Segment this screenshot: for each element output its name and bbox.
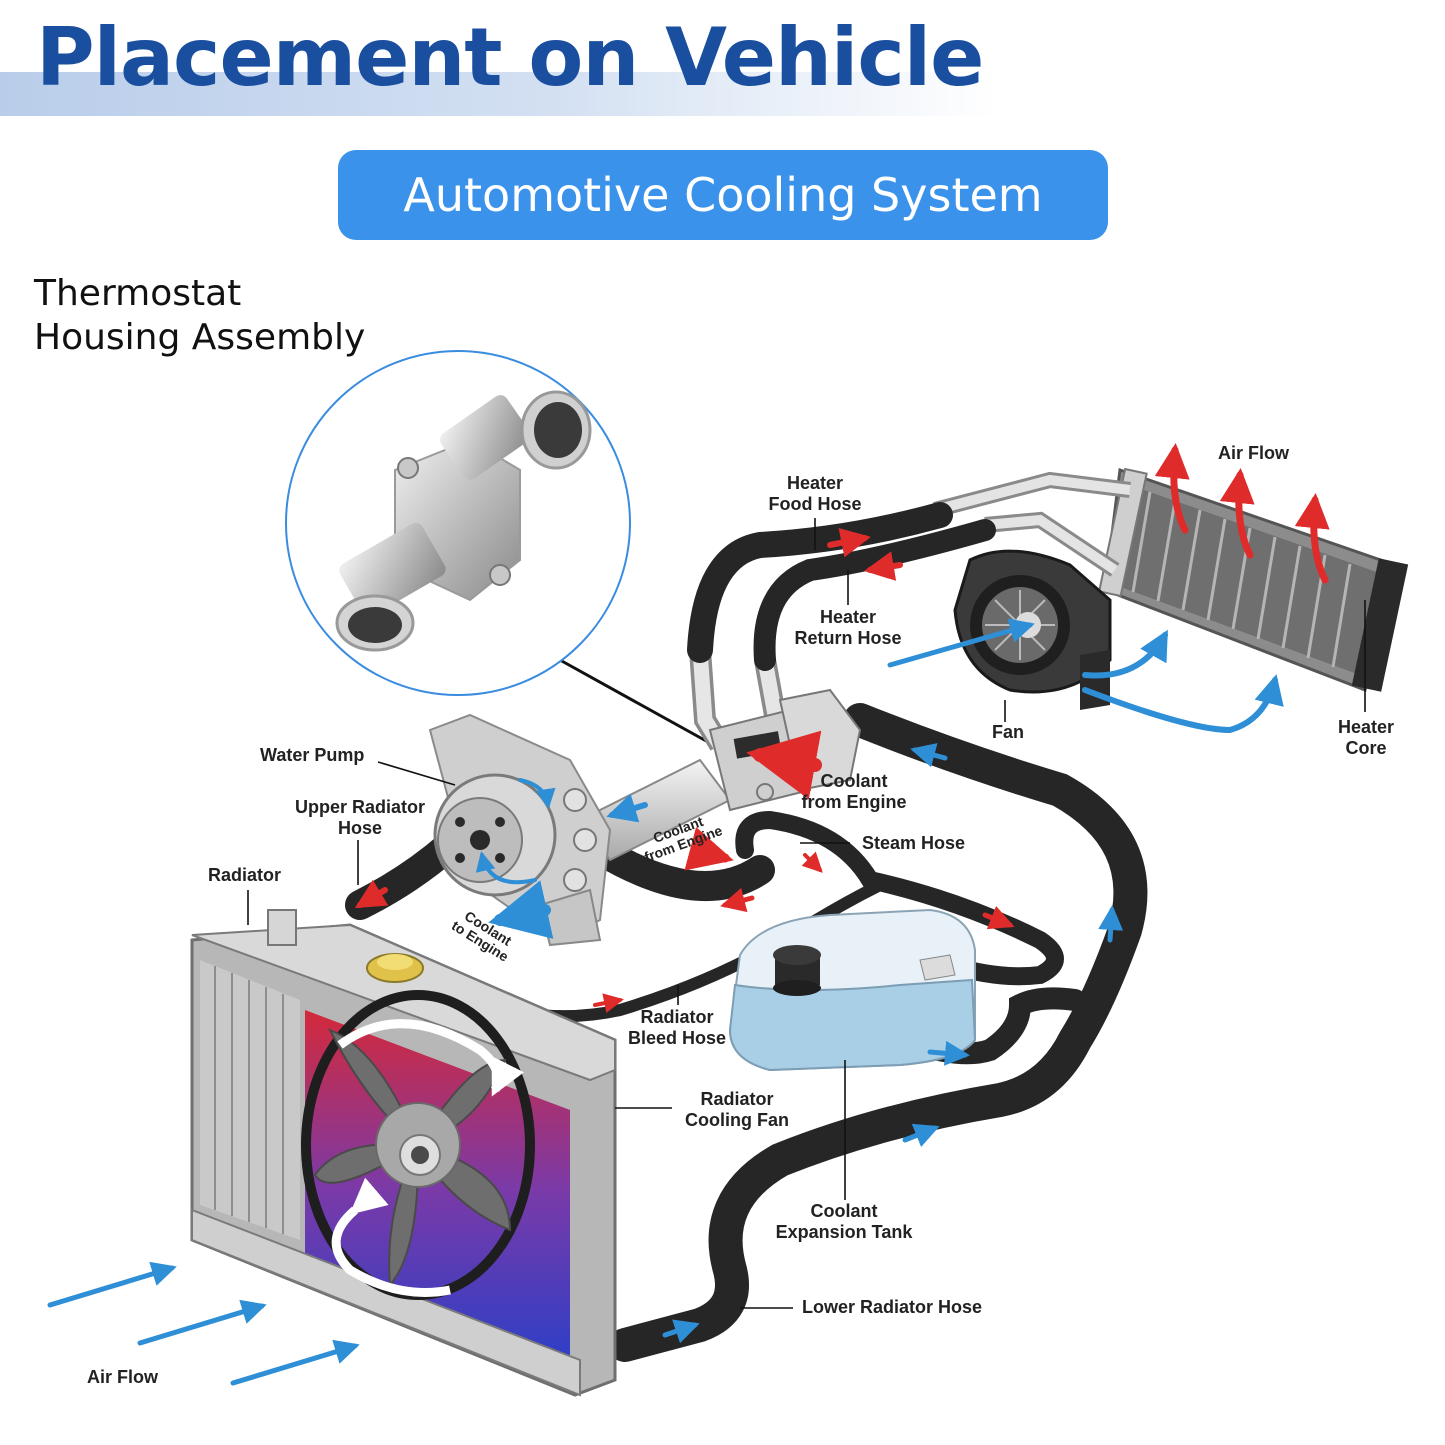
heater-air-flow-arrow <box>1294 493 1330 584</box>
label-coolant-from-engine: Coolant from Engine <box>801 771 907 812</box>
radiator-air-flow-arrow <box>230 1339 360 1386</box>
thermostat-callout <box>285 350 709 744</box>
part-name: Thermostat Housing Assembly <box>34 272 365 360</box>
title-highlight-band <box>0 72 1000 116</box>
label-air-flow-top: Air Flow <box>1218 443 1289 463</box>
coolant-expansion-tank-illustration <box>728 908 977 1072</box>
label-lower-radiator-hose: Lower Radiator Hose <box>802 1297 983 1317</box>
label-heater-return-hose: Heater Return Hose <box>794 607 902 648</box>
label-fan: Fan <box>991 722 1025 742</box>
steam-hose <box>735 810 1064 986</box>
subtitle-banner: Automotive Cooling System <box>338 150 1108 240</box>
label-radiator-bleed-hose: Radiator Bleed Hose <box>627 1007 727 1048</box>
label-steam-hose: Steam Hose <box>862 833 966 853</box>
label-heater-core: Heater Core <box>1337 717 1395 758</box>
lower-radiator-hose <box>608 703 1148 1362</box>
flow-arrows <box>47 443 1330 1386</box>
part-name-line1: Thermostat <box>34 273 242 314</box>
thermostat-housing-illustration <box>335 390 592 652</box>
heater-food-hose <box>687 502 953 663</box>
heater-core-illustration <box>1097 467 1409 693</box>
page-title: Placement on Vehicle <box>36 11 984 104</box>
label-radiator: Radiator <box>208 865 282 885</box>
label-heater-food-hose: Heater Food Hose <box>768 473 862 514</box>
radiator-air-flow-arrow <box>137 1299 267 1346</box>
label-upper-radiator-hose: Upper Radiator Hose <box>294 797 426 838</box>
heater-fan-illustration <box>953 549 1112 710</box>
leader-lines <box>247 518 1366 1309</box>
water-pump-illustration <box>428 713 612 947</box>
radiator-cooling-fan-illustration <box>301 990 535 1300</box>
radiator-air-flow-arrow <box>47 1261 177 1308</box>
label-coolant-expansion-tank: Coolant Expansion Tank <box>775 1201 913 1242</box>
label-air-flow-bottom: Air Flow <box>87 1367 158 1387</box>
fan-intake-arrow <box>887 618 1035 668</box>
heater-return-hose <box>753 519 996 671</box>
label-radiator-cooling-fan: Radiator Cooling Fan <box>685 1089 789 1130</box>
label-water-pump: Water Pump <box>260 745 365 765</box>
part-name-line2: Housing Assembly <box>34 317 366 358</box>
subtitle-text: Automotive Cooling System <box>403 168 1043 222</box>
heater-air-flow-arrow <box>1154 443 1190 534</box>
heater-air-flow-arrow <box>1219 468 1255 559</box>
